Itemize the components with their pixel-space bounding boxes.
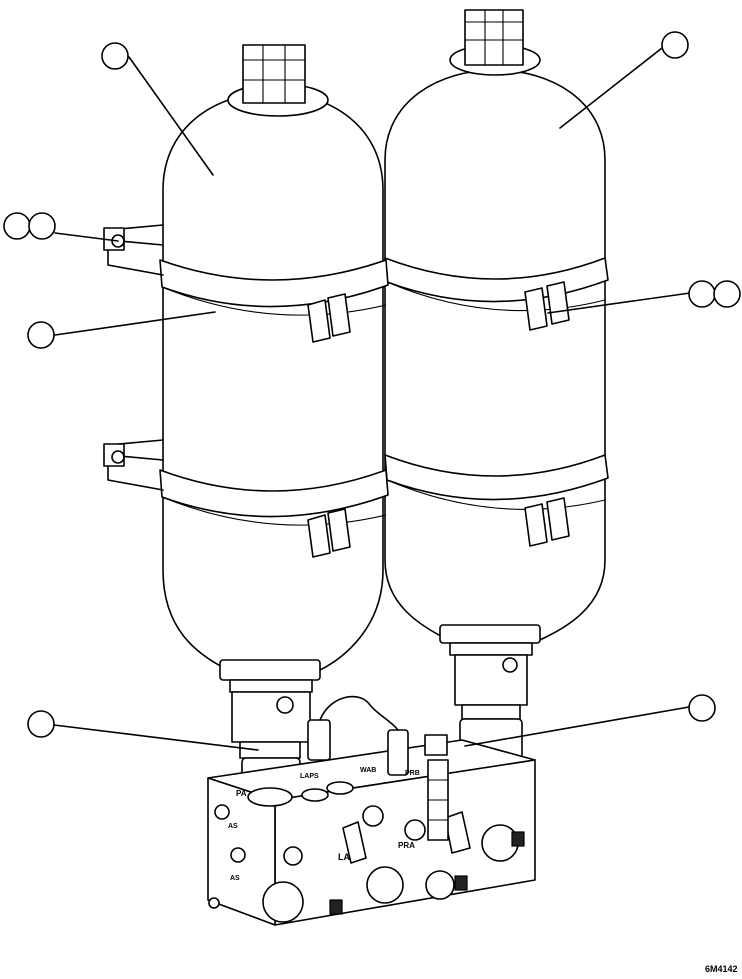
callout-bubble <box>688 694 716 722</box>
callout-bubble <box>28 212 56 240</box>
port-label-laps: LAPS <box>300 773 319 780</box>
mounting-brackets <box>103 224 570 558</box>
port-label-as-2: AS <box>230 875 240 882</box>
right-accumulator <box>384 9 609 760</box>
drawing-number: 6M4142 <box>705 964 738 974</box>
callout-bubble <box>3 212 31 240</box>
left-accumulator <box>159 44 389 799</box>
callout-bubble <box>713 280 741 308</box>
port-label-wab: WAB <box>360 767 376 774</box>
callout-bubble <box>101 42 129 70</box>
port-labels: PA LA LAPS PRA PRB WAB AS AS <box>228 767 420 882</box>
callout-bubble <box>27 321 55 349</box>
manifold-block <box>207 695 536 926</box>
leader-lines <box>53 47 691 751</box>
callout-bubble <box>661 31 689 59</box>
port-label-as-1: AS <box>228 823 238 830</box>
callout-bubble <box>688 280 716 308</box>
callout-bubbles <box>3 31 741 738</box>
port-label-pra: PRA <box>398 841 415 850</box>
port-label-la: LA <box>338 852 350 862</box>
callout-bubble <box>27 710 55 738</box>
port-label-prb: PRB <box>405 770 420 777</box>
port-label-pa: PA <box>236 789 247 798</box>
